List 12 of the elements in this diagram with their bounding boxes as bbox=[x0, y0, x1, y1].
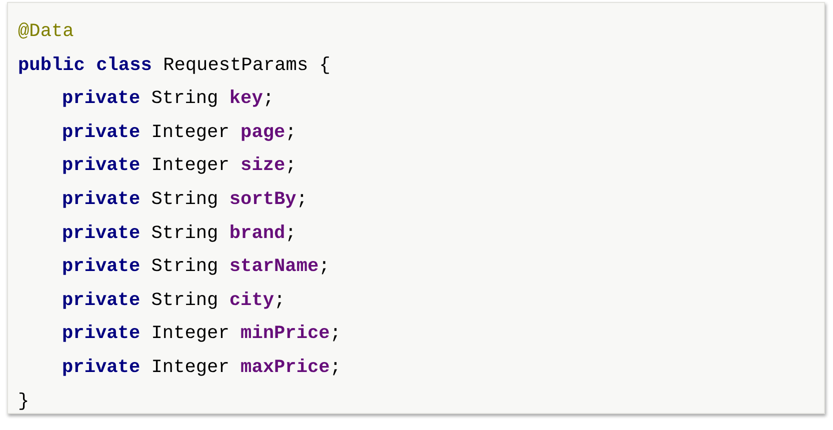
code-line: private String key; bbox=[61, 87, 274, 112]
code-line: private Integer page; bbox=[61, 120, 296, 145]
code-line: @Data bbox=[18, 20, 74, 44]
code-line: private String sortBy; bbox=[61, 188, 308, 212]
code-line: private Integer minPrice; bbox=[61, 322, 341, 346]
code-line: private String starName; bbox=[61, 255, 330, 280]
code-line: private Integer size; bbox=[61, 154, 296, 178]
code-line: private String city; bbox=[61, 288, 286, 313]
code-line: } bbox=[18, 390, 30, 414]
code-line: private String brand; bbox=[61, 222, 296, 246]
code-line: private Integer maxPrice; bbox=[61, 356, 341, 380]
code-line: public class RequestParams { bbox=[18, 54, 330, 78]
